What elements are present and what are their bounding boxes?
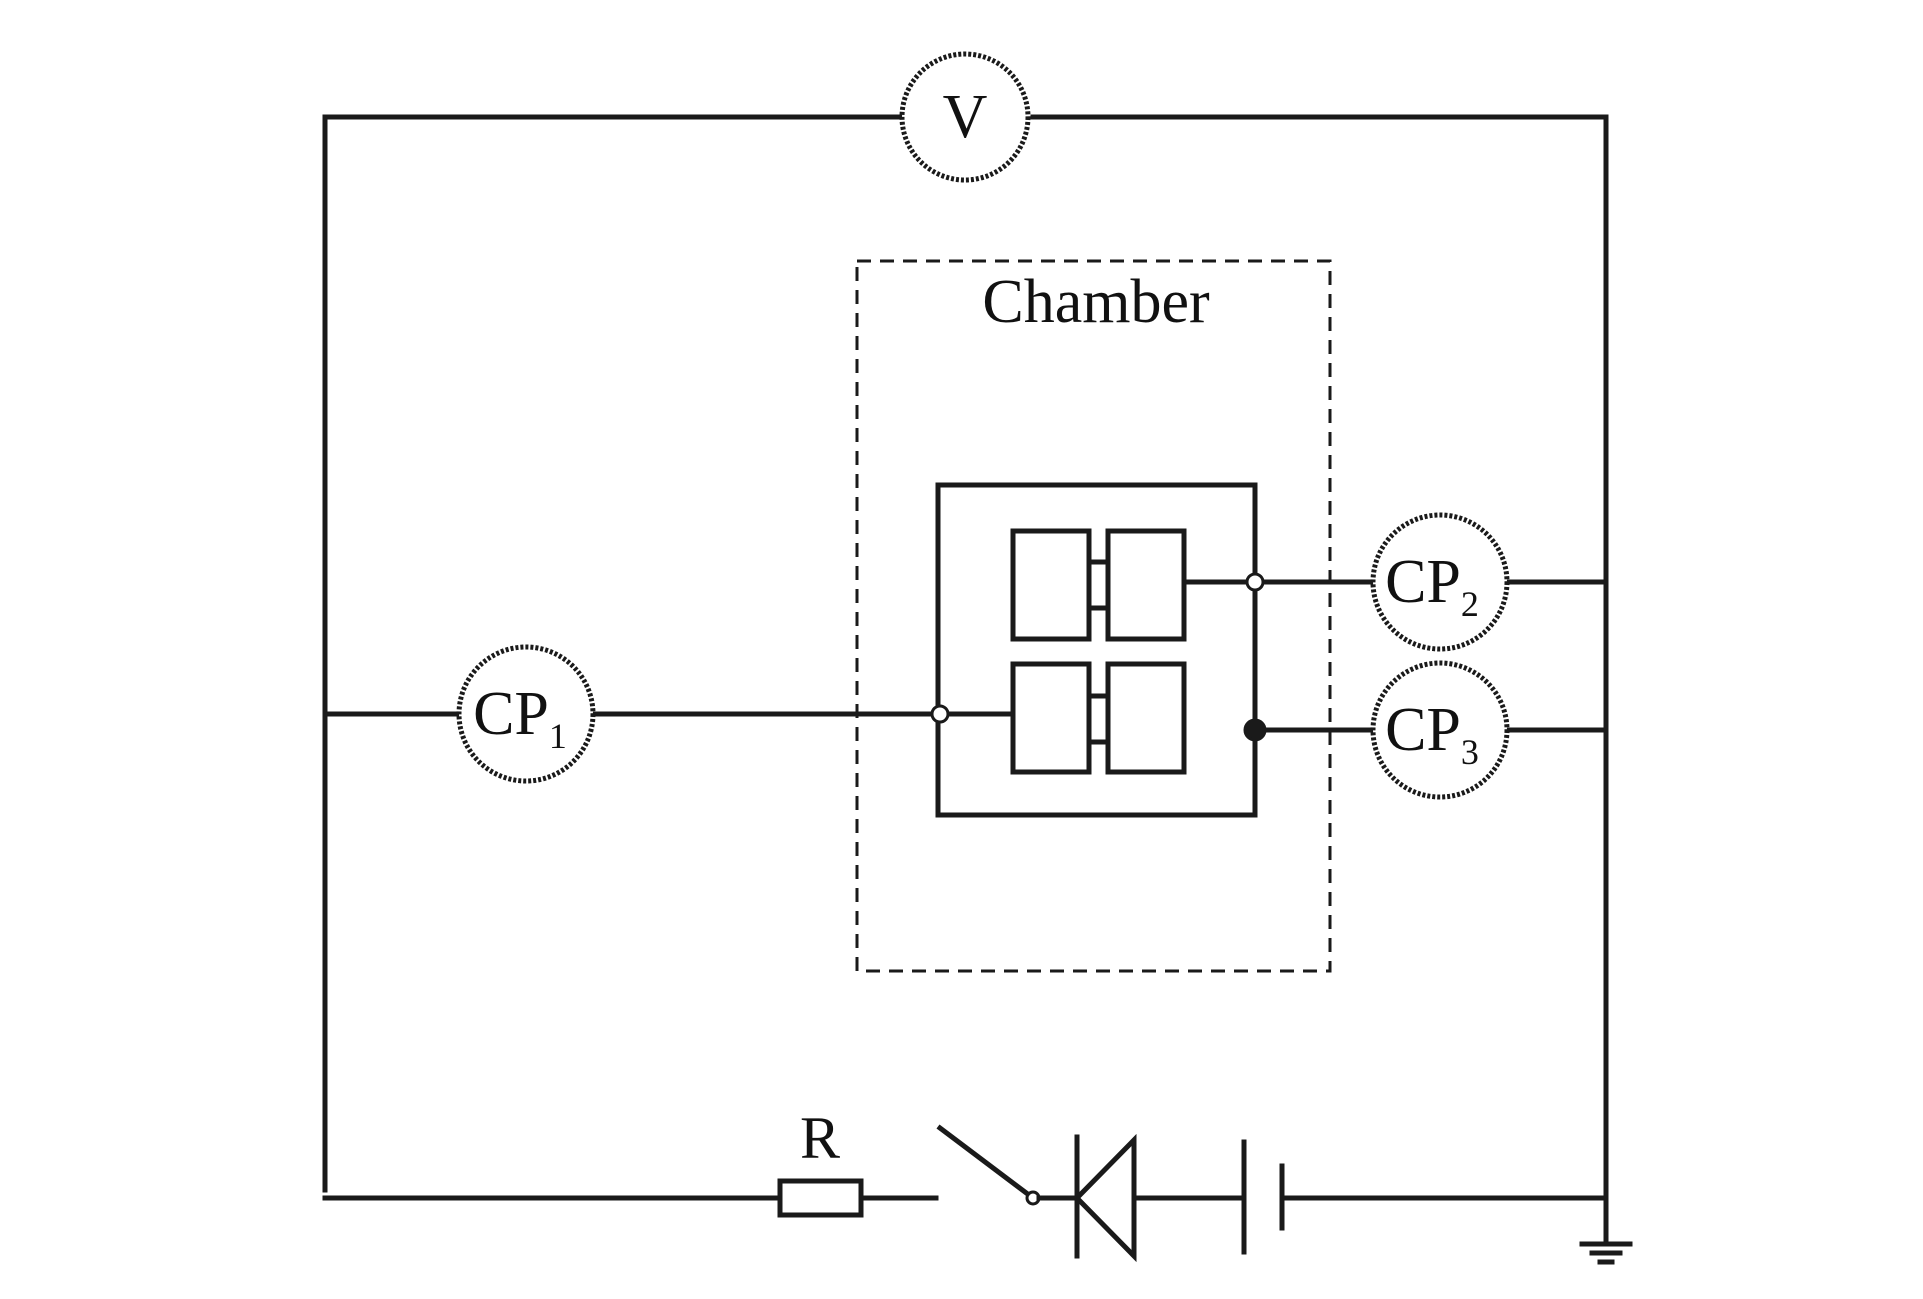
sample-holder xyxy=(935,482,1258,818)
voltmeter: V xyxy=(899,51,1031,183)
diode xyxy=(1073,1133,1137,1263)
junction-upper-right xyxy=(1245,572,1265,592)
ground-icon xyxy=(1579,1241,1633,1265)
cp3-sub: 3 xyxy=(1461,732,1479,772)
cp2-branch: CP2 xyxy=(1252,512,1609,652)
junctions xyxy=(930,572,1267,742)
sample-lower-right xyxy=(1105,661,1187,775)
switch-blade xyxy=(936,1124,1037,1202)
cp3-branch: CP3 xyxy=(1252,660,1609,800)
outer-wires xyxy=(322,114,1609,1243)
chamber-box: Chamber xyxy=(855,259,1332,973)
chamber-label: Chamber xyxy=(982,268,1210,336)
resistor-label: R xyxy=(800,1105,840,1171)
bottom-branch: R xyxy=(322,1105,1609,1263)
resistor xyxy=(777,1178,864,1218)
cp1-sub: 1 xyxy=(549,716,567,756)
sample-lower-left xyxy=(1010,661,1092,775)
junction-lower-right xyxy=(1243,718,1267,742)
voltmeter-label: V xyxy=(943,83,988,151)
sample-upper-right xyxy=(1105,528,1187,642)
sample-upper-left xyxy=(1010,528,1092,642)
cp2-label: CP2 xyxy=(1385,548,1479,624)
junction-left xyxy=(930,704,950,724)
contact-lower xyxy=(1086,693,1111,745)
cp1-label: CP1 xyxy=(473,680,567,756)
cp3-main: CP xyxy=(1385,696,1461,764)
cp3-label: CP3 xyxy=(1385,696,1479,772)
cp2-sub: 2 xyxy=(1461,584,1479,624)
cp1-main: CP xyxy=(473,680,549,748)
battery xyxy=(1241,1139,1285,1255)
cp1-branch: CP1 xyxy=(322,644,1013,784)
contact-upper xyxy=(1086,559,1111,611)
cp2-main: CP xyxy=(1385,548,1461,616)
